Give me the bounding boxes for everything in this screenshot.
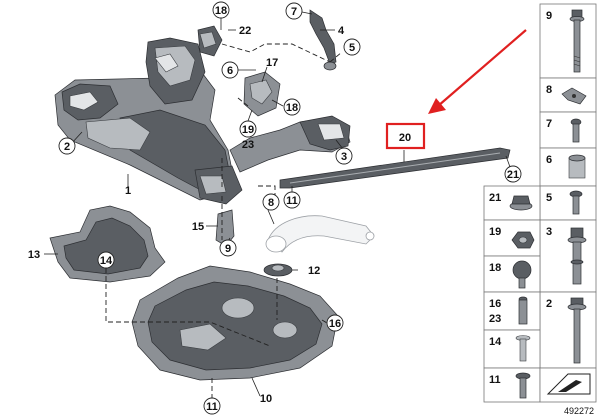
underbody-shield-part-10 [131, 265, 339, 381]
panel-label-11: 11 [489, 374, 501, 386]
callout-9[interactable]: 9 [219, 239, 237, 257]
panel-label-6: 6 [546, 154, 552, 166]
cell-part-7[interactable] [539, 111, 597, 149]
bolt-short-icon [570, 118, 582, 143]
hex-nut-icon [511, 231, 535, 249]
panel-label-21: 21 [489, 192, 501, 204]
document-number: 492272 [564, 406, 594, 416]
callout-7-top[interactable]: 7 [285, 2, 303, 20]
callout-label: 20 [399, 132, 411, 144]
panel-label-9: 9 [546, 10, 552, 22]
callout-label: 11 [206, 401, 218, 413]
callout-18-mid[interactable]: 18 [283, 98, 301, 116]
callout-label: 17 [266, 57, 278, 69]
callout-12[interactable]: 12 [308, 265, 320, 277]
clip-icon [561, 87, 587, 105]
bushing-sleeve-icon [568, 154, 586, 179]
callout-label: 1 [125, 185, 131, 197]
callout-22[interactable]: 22 [239, 25, 251, 37]
callout-13[interactable]: 13 [28, 249, 40, 261]
callout-label: 19 [242, 124, 254, 136]
callout-19[interactable]: 19 [239, 120, 257, 138]
callout-18-top[interactable]: 18 [212, 1, 230, 19]
cell-part-3[interactable] [539, 219, 597, 293]
cell-part-18[interactable] [483, 255, 541, 293]
callout-2[interactable]: 2 [58, 137, 76, 155]
callout-15[interactable]: 15 [192, 221, 204, 233]
callout-label: 21 [507, 169, 519, 181]
callout-16[interactable]: 16 [326, 314, 344, 332]
mount-part-12 [263, 263, 293, 277]
parts-panel: 9 8 7 6 5 3 2 21 19 18 16 23 14 11 [483, 3, 597, 403]
callout-1[interactable]: 1 [125, 185, 131, 197]
callout-6[interactable]: 6 [221, 61, 239, 79]
callout-20-highlighted[interactable]: 20 [385, 122, 426, 150]
expanding-rivet-icon [515, 372, 531, 399]
screw-icon [569, 190, 583, 215]
bracket-part-17 [243, 71, 281, 117]
callout-label: 5 [349, 42, 355, 54]
panel-label-18: 18 [489, 262, 501, 274]
cell-part-21[interactable] [483, 185, 541, 221]
red-arrow-icon [428, 29, 527, 114]
callout-label: 13 [28, 249, 40, 261]
callout-label: 11 [286, 195, 298, 207]
callout-5[interactable]: 5 [343, 38, 361, 56]
cell-part-9[interactable] [539, 3, 597, 79]
callout-21[interactable]: 21 [504, 165, 522, 183]
thrust-rod-part-20 [279, 147, 511, 189]
flange-nut-icon [509, 195, 533, 211]
cell-part-14[interactable] [483, 329, 541, 369]
callout-14[interactable]: 14 [97, 251, 115, 269]
callout-4[interactable]: 4 [338, 25, 345, 37]
callout-17[interactable]: 17 [266, 57, 278, 69]
torx-screw-icon [512, 260, 532, 289]
callout-label: 22 [239, 25, 251, 37]
panel-label-19: 19 [489, 226, 501, 238]
panel-label-23: 23 [489, 313, 501, 325]
callout-label: 18 [286, 102, 298, 114]
callout-label: 10 [260, 393, 272, 405]
callout-label: 3 [341, 151, 347, 163]
panel-label-5: 5 [546, 192, 552, 204]
front-axle-subframe [54, 25, 351, 205]
threaded-stud-icon [518, 296, 528, 325]
callout-11-mid[interactable]: 11 [283, 191, 301, 209]
callout-label: 15 [192, 221, 204, 233]
panel-label-2: 2 [546, 298, 552, 310]
callout-label: 7 [291, 6, 297, 18]
callout-11-bottom[interactable]: 11 [203, 397, 221, 415]
callout-label: 23 [242, 139, 254, 151]
callout-8[interactable]: 8 [262, 193, 280, 211]
callout-label: 14 [100, 255, 113, 267]
callout-label: 2 [64, 141, 70, 153]
panel-label-3: 3 [546, 226, 552, 238]
plastic-rivet-icon [515, 335, 531, 362]
callout-label: 18 [215, 5, 227, 17]
strut-part-4 [309, 9, 337, 71]
bolt-washer-icon [567, 227, 587, 285]
callout-label: 12 [308, 265, 320, 277]
direction-arrow-icon [546, 373, 591, 395]
callout-label: 16 [329, 318, 341, 330]
bolt-long-icon [569, 9, 585, 73]
callout-label: 8 [268, 197, 274, 209]
cell-part-6[interactable] [539, 147, 597, 187]
panel-label-14: 14 [489, 336, 502, 348]
bolt-long-washer-icon [567, 297, 587, 364]
underbody-panel-part-13 [49, 205, 166, 283]
panel-label-8: 8 [546, 84, 552, 96]
panel-label-16: 16 [489, 298, 501, 310]
callout-label: 9 [225, 243, 231, 255]
control-arm-part-8 [265, 215, 375, 253]
callout-10[interactable]: 10 [260, 393, 272, 405]
callout-23[interactable]: 23 [242, 139, 254, 151]
panel-label-7: 7 [546, 118, 552, 130]
callout-label: 4 [338, 25, 345, 37]
callout-label: 6 [227, 65, 233, 77]
callout-3[interactable]: 3 [335, 147, 353, 165]
